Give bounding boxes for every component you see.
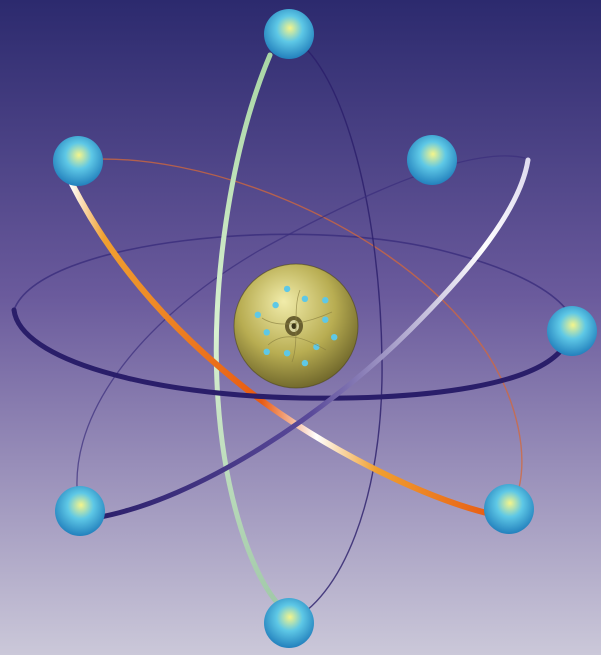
nucleon [322, 297, 328, 303]
electron-top [264, 9, 314, 59]
nucleus [234, 264, 358, 388]
nucleon [302, 296, 308, 302]
nucleon [264, 349, 270, 355]
electron-lower-left [55, 486, 105, 536]
electron-upper-left [53, 136, 103, 186]
electron-lower-right [484, 484, 534, 534]
electron-upper-right [407, 135, 457, 185]
electron-right [547, 306, 597, 356]
nucleon [264, 329, 270, 335]
nucleon [284, 350, 290, 356]
nucleon [272, 302, 278, 308]
nucleon [284, 286, 290, 292]
nucleon [331, 334, 337, 340]
nucleon [255, 312, 261, 318]
nucleon [322, 317, 328, 323]
electron-bottom [264, 598, 314, 648]
nucleon [302, 360, 308, 366]
